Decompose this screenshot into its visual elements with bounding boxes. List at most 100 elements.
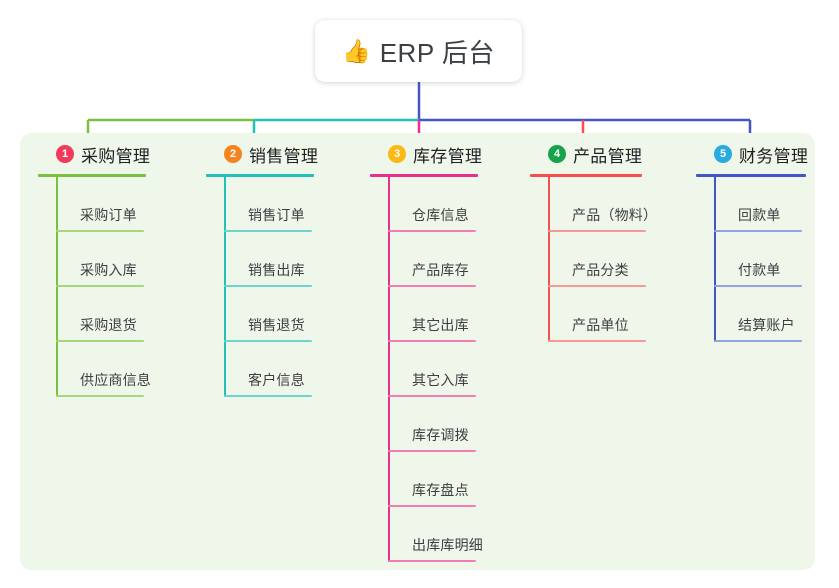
branch-item[interactable]: 产品（物料）: [548, 177, 657, 232]
branch-items: 采购订单采购入库采购退货供应商信息: [38, 177, 151, 397]
branch-item-underline: [388, 560, 476, 562]
branch-item-underline: [56, 285, 144, 287]
branch-item-underline: [714, 230, 802, 232]
branch-item[interactable]: 客户信息: [224, 342, 318, 397]
branch-item[interactable]: 结算账户: [714, 287, 808, 342]
branch-item[interactable]: 付款单: [714, 232, 808, 287]
branch-item-underline: [548, 285, 646, 287]
branch-item-label: 库存调拨: [412, 427, 469, 443]
branch-item-underline: [548, 340, 646, 342]
branch-title: 财务管理: [739, 146, 809, 166]
branch-underline: [370, 174, 478, 177]
branch-item-label: 供应商信息: [80, 372, 151, 388]
branch-number-badge: 5: [714, 145, 732, 163]
branch-item[interactable]: 其它入库: [388, 342, 482, 397]
branch-item[interactable]: 回款单: [714, 177, 808, 232]
branch-items: 产品（物料） 产品分类产品单位: [530, 177, 657, 342]
root-node-title: ERP 后台: [379, 37, 495, 68]
branch-item-underline: [56, 340, 144, 342]
branch-spine: [388, 177, 390, 562]
branch-item[interactable]: 采购入库: [56, 232, 150, 287]
branch-item-label: 销售出库: [248, 262, 305, 278]
branch-item-label: 销售退货: [248, 317, 305, 333]
branch-header[interactable]: 2 销售管理: [206, 141, 318, 167]
branch-item[interactable]: 库存调拨: [388, 397, 482, 452]
branch-item[interactable]: 销售出库: [224, 232, 318, 287]
branch-item-underline: [388, 395, 476, 397]
branch-item-underline: [56, 395, 144, 397]
branch-spine: [548, 177, 550, 342]
thumbs-up-icon: 👍: [342, 37, 371, 64]
branch-item-underline: [388, 230, 476, 232]
branch-item[interactable]: 采购退货: [56, 287, 150, 342]
branch-item[interactable]: 采购订单: [56, 177, 150, 232]
branch-item[interactable]: 销售订单: [224, 177, 318, 232]
branch-item-label: 结算账户: [738, 317, 795, 333]
branch-spine: [224, 177, 226, 397]
branch-item-underline: [56, 230, 144, 232]
branch-item-underline: [388, 285, 476, 287]
branch-item-label: 产品（物料）: [572, 207, 658, 223]
branch-item[interactable]: 销售退货: [224, 287, 318, 342]
branch-column: 5 财务管理回款单付款单结算账户: [696, 141, 808, 342]
branch-item[interactable]: 产品单位: [548, 287, 646, 342]
branch-item-underline: [388, 450, 476, 452]
branch-item-label: 出库库明细: [412, 537, 483, 553]
branch-item-label: 回款单: [738, 207, 781, 223]
branch-item-label: 采购退货: [80, 317, 137, 333]
branch-column: 3 库存管理仓库信息产品库存其它出库其它入库库存调拨库存盘点出库库明细: [370, 141, 483, 562]
branch-item[interactable]: 库存盘点: [388, 452, 482, 507]
branch-number-badge: 1: [56, 145, 74, 163]
branch-title: 采购管理: [81, 146, 151, 166]
branch-item-underline: [714, 285, 802, 287]
branch-item-label: 付款单: [738, 262, 781, 278]
branch-item-label: 采购订单: [80, 207, 137, 223]
branch-item-underline: [548, 230, 646, 232]
branch-header[interactable]: 5 财务管理: [696, 141, 808, 167]
branch-underline: [38, 174, 146, 177]
branch-item-label: 其它入库: [412, 372, 469, 388]
branch-underline: [206, 174, 314, 177]
branch-item-label: 采购入库: [80, 262, 137, 278]
branch-item-underline: [388, 505, 476, 507]
branch-header[interactable]: 3 库存管理: [370, 141, 482, 167]
branch-item[interactable]: 产品库存: [388, 232, 482, 287]
branch-title: 销售管理: [249, 146, 319, 166]
branch-item-underline: [224, 395, 312, 397]
branch-number-badge: 3: [388, 145, 406, 163]
branch-item[interactable]: 仓库信息: [388, 177, 482, 232]
branch-column: 2 销售管理销售订单销售出库销售退货客户信息: [206, 141, 318, 397]
branch-header[interactable]: 1 采购管理: [38, 141, 150, 167]
branch-column: 1 采购管理采购订单采购入库采购退货供应商信息: [38, 141, 151, 397]
branch-number-badge: 2: [224, 145, 242, 163]
branch-item-underline: [714, 340, 802, 342]
branch-items: 销售订单销售出库销售退货客户信息: [206, 177, 318, 397]
branch-item-label: 其它出库: [412, 317, 469, 333]
branch-item-label: 产品库存: [412, 262, 469, 278]
branch-underline: [696, 174, 806, 177]
branch-item-label: 产品单位: [572, 317, 629, 333]
branch-items: 回款单付款单结算账户: [696, 177, 808, 342]
branch-item-label: 仓库信息: [412, 207, 469, 223]
branch-item-underline: [224, 285, 312, 287]
branch-item[interactable]: 供应商信息: [56, 342, 151, 397]
branch-title: 库存管理: [413, 146, 483, 166]
root-node-card[interactable]: 👍 ERP 后台: [315, 20, 522, 82]
branch-items: 仓库信息产品库存其它出库其它入库库存调拨库存盘点出库库明细: [370, 177, 483, 562]
branch-item[interactable]: 产品分类: [548, 232, 646, 287]
branch-spine: [56, 177, 58, 397]
branch-item[interactable]: 其它出库: [388, 287, 482, 342]
branch-item-underline: [224, 340, 312, 342]
branches-panel: [20, 133, 815, 570]
branch-underline: [530, 174, 642, 177]
branch-item-label: 销售订单: [248, 207, 305, 223]
branch-spine: [714, 177, 716, 342]
branch-number-badge: 4: [548, 145, 566, 163]
branch-item-label: 产品分类: [572, 262, 629, 278]
branch-item[interactable]: 出库库明细: [388, 507, 483, 562]
branch-item-label: 客户信息: [248, 372, 305, 388]
